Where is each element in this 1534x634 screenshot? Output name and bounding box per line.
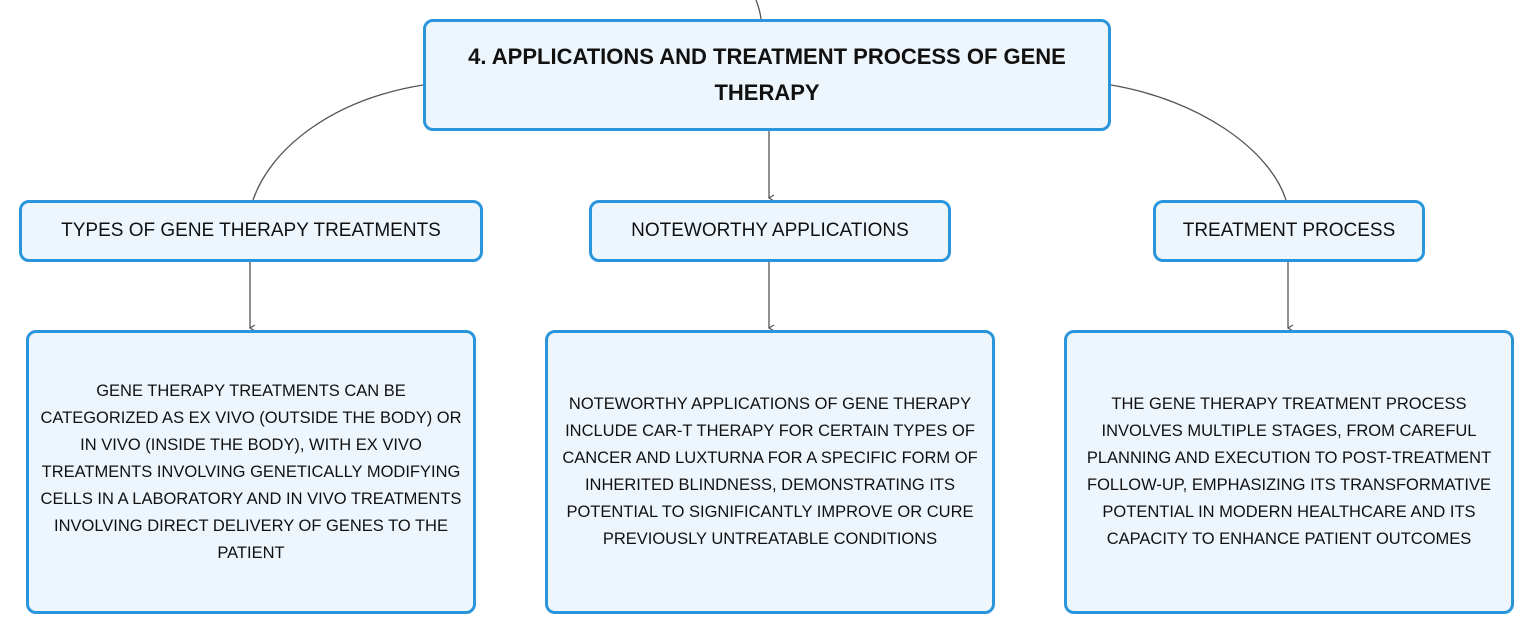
leaf-node-applications-text: NOTEWORTHY APPLICATIONS OF GENE THERAPY … xyxy=(562,395,978,548)
branch-node-types-label: TYPES OF GENE THERAPY TREATMENTS xyxy=(61,220,441,241)
root-node-title: 4. APPLICATIONS AND TREATMENT PROCESS OF… xyxy=(468,44,1066,105)
branch-node-types[interactable]: TYPES OF GENE THERAPY TREATMENTS xyxy=(19,200,483,262)
root-node[interactable]: 4. APPLICATIONS AND TREATMENT PROCESS OF… xyxy=(423,19,1111,131)
branch-node-process[interactable]: TREATMENT PROCESS xyxy=(1153,200,1425,262)
leaf-node-applications-detail[interactable]: NOTEWORTHY APPLICATIONS OF GENE THERAPY … xyxy=(545,330,995,614)
leaf-node-process-text: THE GENE THERAPY TREATMENT PROCESS INVOL… xyxy=(1086,395,1492,548)
leaf-node-types-detail[interactable]: GENE THERAPY TREATMENTS CAN BE CATEGORIZ… xyxy=(26,330,476,614)
leaf-node-process-detail[interactable]: THE GENE THERAPY TREATMENT PROCESS INVOL… xyxy=(1064,330,1514,614)
branch-node-applications-label: NOTEWORTHY APPLICATIONS xyxy=(631,220,909,241)
branch-node-applications[interactable]: NOTEWORTHY APPLICATIONS xyxy=(589,200,951,262)
connector-root-to-process xyxy=(1110,84,1287,201)
leaf-node-types-text: GENE THERAPY TREATMENTS CAN BE CATEGORIZ… xyxy=(40,381,462,562)
connector-root-to-types xyxy=(252,84,424,201)
branch-node-process-label: TREATMENT PROCESS xyxy=(1182,220,1396,241)
parent-connector xyxy=(755,0,762,20)
